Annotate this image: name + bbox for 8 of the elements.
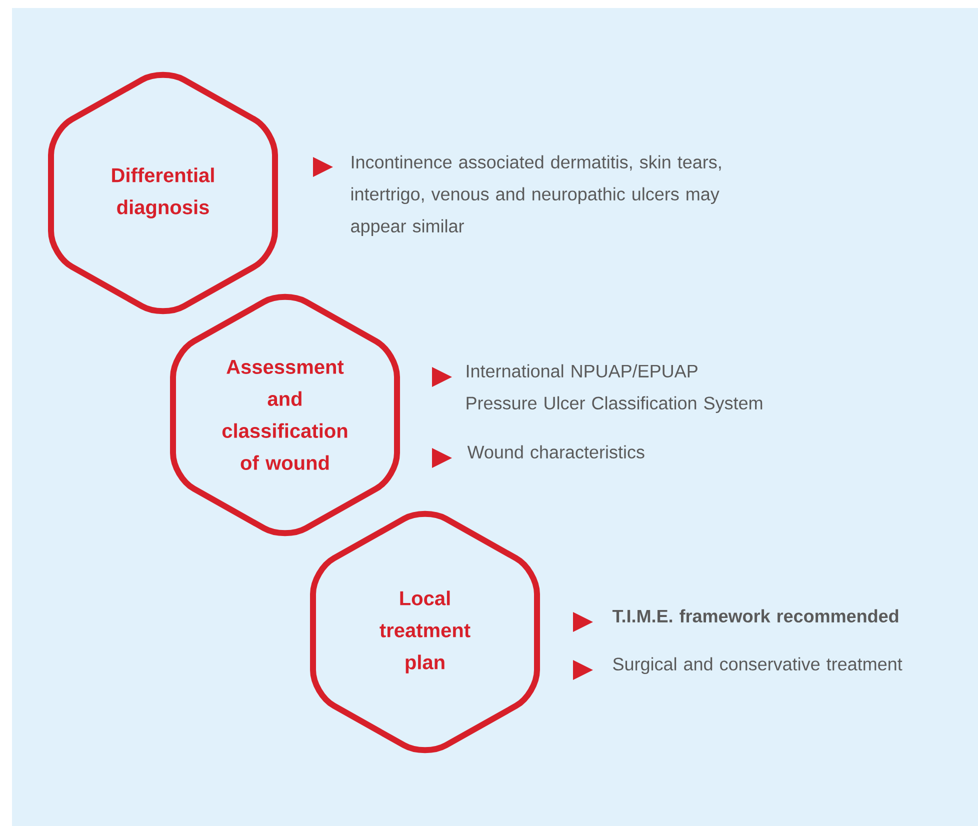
bullet-text: Surgical and conservative treatment bbox=[613, 657, 902, 674]
bullet-text: Incontinence associated dermatitis, skin tears, intertrigo, venous and neuropathic ulcers may appear similar bbox=[351, 155, 721, 236]
bullet-text: T.I.M.E. framework recommended bbox=[612, 609, 898, 622]
bullet-text: International NPUAP/EPUAP Pressure Ulcer Classification System bbox=[466, 364, 762, 414]
hexagon: Assessment and classification of wound bbox=[170, 294, 400, 536]
hexagon: Local treatment plan bbox=[310, 510, 540, 754]
hexagon: Differential diagnosis bbox=[48, 72, 278, 314]
bullet-text: Wound characteristics bbox=[467, 445, 644, 458]
